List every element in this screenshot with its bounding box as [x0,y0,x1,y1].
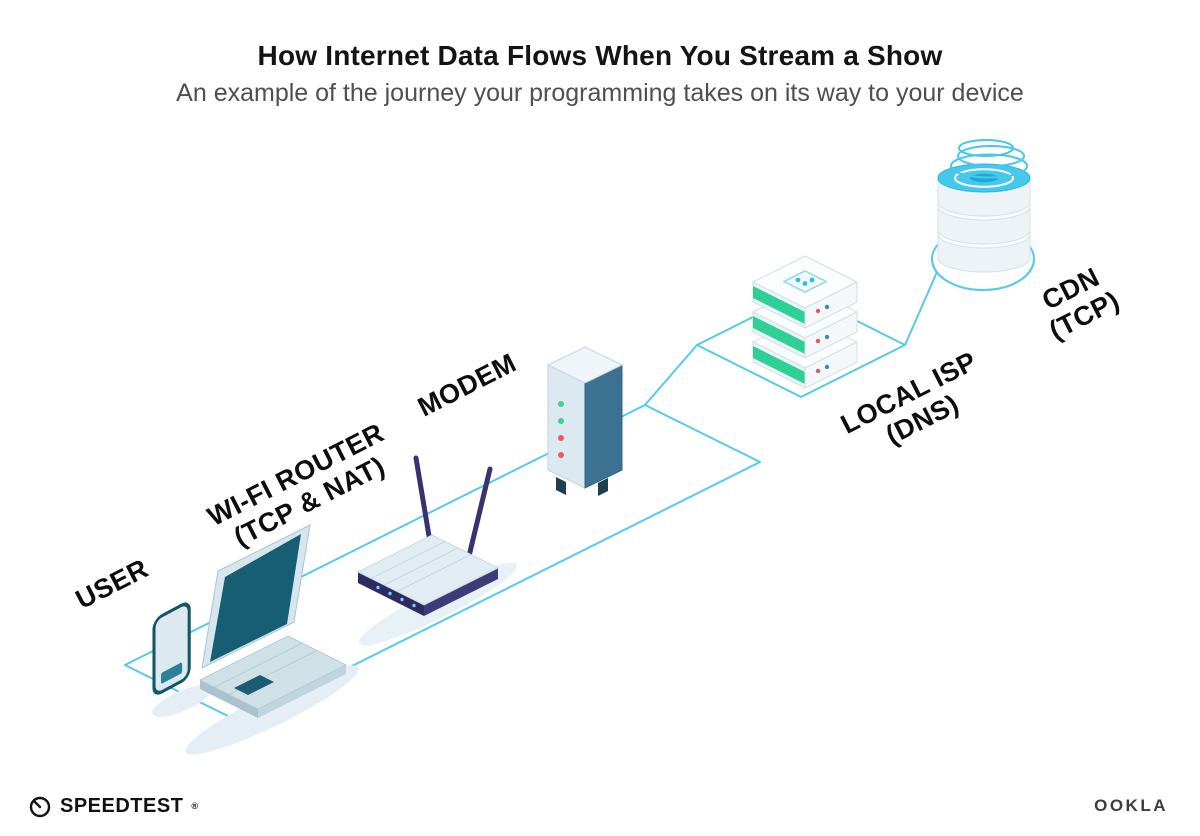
laptop-base-left [200,680,258,718]
modem-to-isp-line [644,344,698,406]
modem-face-right [584,364,623,489]
ookla-logo: OOKLA [1094,796,1168,815]
modem-foot-left [556,477,566,495]
footer: SPEEDTEST® OOKLA [28,794,1168,818]
router-leds [376,585,416,608]
modem-top [546,346,624,384]
server-slab-top [751,255,859,329]
laptop-base-front [258,665,346,718]
page-subtitle: An example of the journey your programmi… [176,79,1024,107]
isp-server [751,255,859,389]
modem-foot-right [598,478,608,496]
router-top-grooves [370,541,472,592]
server-top-panel-dots [795,277,815,286]
router-antenna-left [413,455,433,545]
phone-body [152,602,191,695]
modem-device [546,346,624,496]
cdn-database [931,139,1035,291]
phone-shadow [152,685,212,717]
router-antenna-right [466,466,493,559]
cdn-ring-front-arc [931,258,1035,291]
router-top [356,534,500,606]
laptop-screen [210,534,301,662]
modem-leds [558,401,564,458]
user-laptop [185,524,359,755]
wifi-router [356,455,518,646]
router-side-front [424,568,498,616]
user-zone-outline [124,404,761,723]
user-label: USER [71,553,153,615]
isp-to-cdn-line [904,271,938,346]
modem-label: MODEM [413,348,521,423]
speedtest-gauge-icon [29,796,51,818]
user-phone [152,602,212,717]
cdn-signal-rings [950,139,1028,179]
laptop-trackpad [234,675,274,695]
page-title: How Internet Data Flows When You Stream … [257,40,943,71]
speedtest-wordmark: SPEEDTEST [60,794,184,817]
phone-screen-accent [161,662,183,684]
modem-face-left [547,364,586,489]
speedtest-logo: SPEEDTEST® [28,794,199,818]
